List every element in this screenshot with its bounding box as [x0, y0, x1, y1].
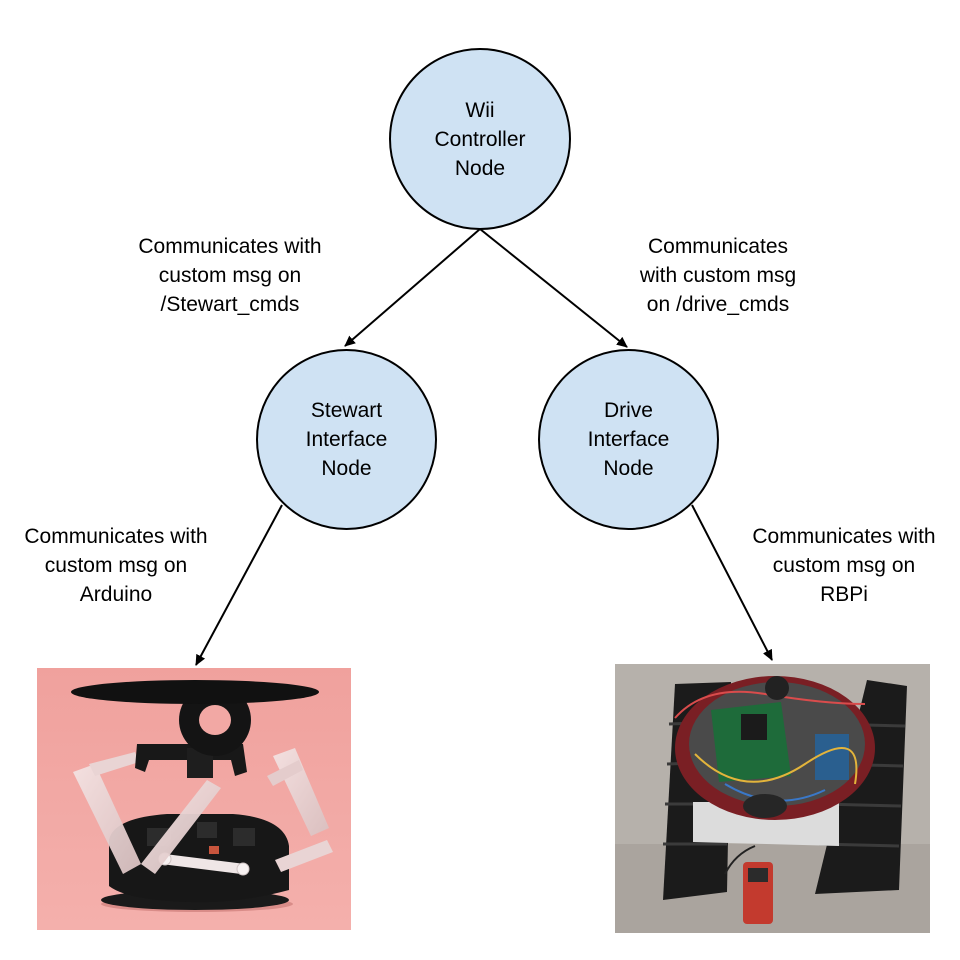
node-label-line: Interface — [587, 428, 670, 451]
edge-label-line: Communicates — [647, 235, 789, 258]
edge-drive-to-rbpi — [691, 504, 773, 661]
edge-label-line: custom msg on — [772, 554, 916, 577]
node-label-line: Controller — [434, 127, 526, 151]
edge-label-line: Communicates with — [752, 525, 936, 548]
edge-label-line: Arduino — [79, 583, 153, 606]
node-label-line: Node — [603, 457, 654, 480]
edge-label-drive-cmds: Communicates with custom msg on /drive_c… — [600, 232, 836, 319]
node-label-line: Node — [454, 156, 506, 180]
edge-wii-to-stewart — [344, 228, 481, 347]
edge-stewart-to-arduino — [195, 504, 283, 666]
node-label-line: Stewart — [310, 399, 383, 422]
edge-label-line: RBPi — [820, 583, 868, 606]
tracked-rover-image — [615, 664, 930, 933]
edge-label-line: /Stewart_cmds — [160, 293, 300, 316]
edge-label-line: custom msg on — [158, 264, 302, 287]
node-label-line: Wii — [465, 98, 495, 122]
stewart-platform-image — [37, 668, 351, 930]
edge-label-line: custom msg on — [44, 554, 188, 577]
node-label-line: Node — [321, 457, 372, 480]
node-label-line: Interface — [305, 428, 388, 451]
edge-label-arduino: Communicates with custom msg on Arduino — [0, 522, 232, 609]
edge-wii-to-drive — [479, 228, 628, 348]
edge-label-line: with custom msg — [639, 264, 797, 287]
edge-label-line: Communicates with — [138, 235, 322, 258]
edge-label-line: Communicates with — [24, 525, 208, 548]
wii-controller-node: Wii Controller Node — [389, 48, 571, 230]
edge-label-stewart-cmds: Communicates with custom msg on /Stewart… — [105, 232, 355, 319]
edge-label-line: on /drive_cmds — [646, 293, 790, 316]
edge-label-rbpi: Communicates with custom msg on RBPi — [728, 522, 960, 609]
stewart-interface-node: Stewart Interface Node — [256, 349, 437, 530]
node-label-line: Drive — [603, 399, 653, 422]
drive-interface-node: Drive Interface Node — [538, 349, 719, 530]
